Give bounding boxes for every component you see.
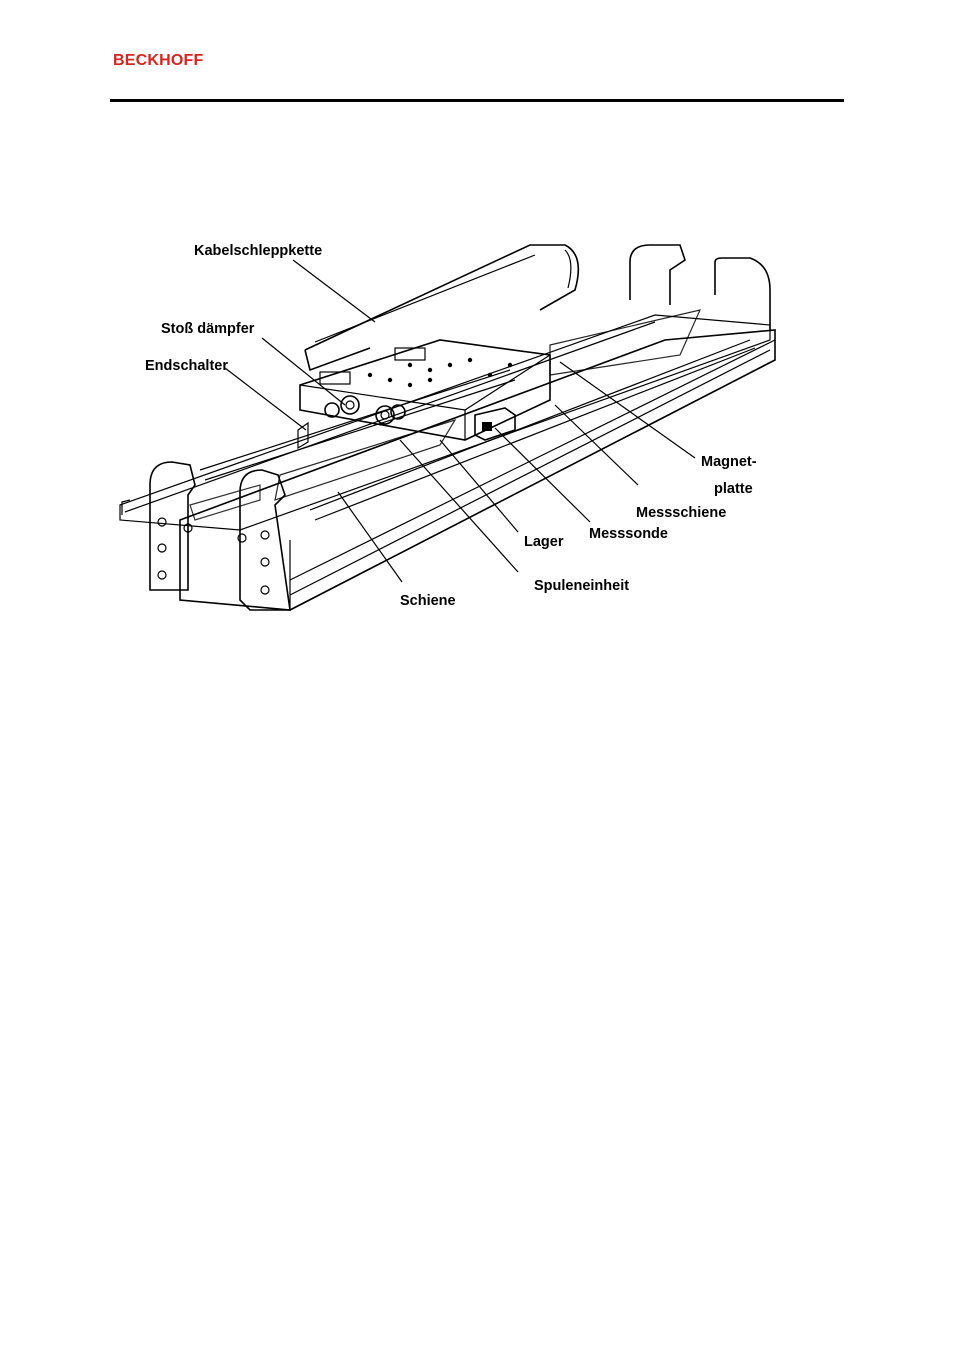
linear-motor-diagram: Kabelschleppkette Stoß dämpfer Endschalt… bbox=[119, 243, 776, 611]
label-endschalter: Endschalter bbox=[145, 358, 228, 374]
label-kabelschleppkette: Kabelschleppkette bbox=[194, 243, 322, 259]
label-spuleneinheit: Spuleneinheit bbox=[534, 578, 629, 594]
label-lager: Lager bbox=[524, 534, 564, 550]
header-rule bbox=[110, 99, 844, 102]
leader-lines bbox=[224, 259, 696, 583]
linear-motor-drawing bbox=[119, 244, 776, 611]
label-messschiene: Messschiene bbox=[636, 505, 726, 521]
label-schiene: Schiene bbox=[400, 593, 456, 609]
label-magnetplatte-line1: Magnet- bbox=[701, 454, 757, 470]
label-magnetplatte-line2: platte bbox=[714, 481, 753, 497]
beckhoff-logo: BECKHOFF bbox=[113, 52, 204, 69]
label-messsonde: Messsonde bbox=[589, 526, 668, 542]
label-stossdaempfer: Stoß dämpfer bbox=[161, 321, 255, 337]
